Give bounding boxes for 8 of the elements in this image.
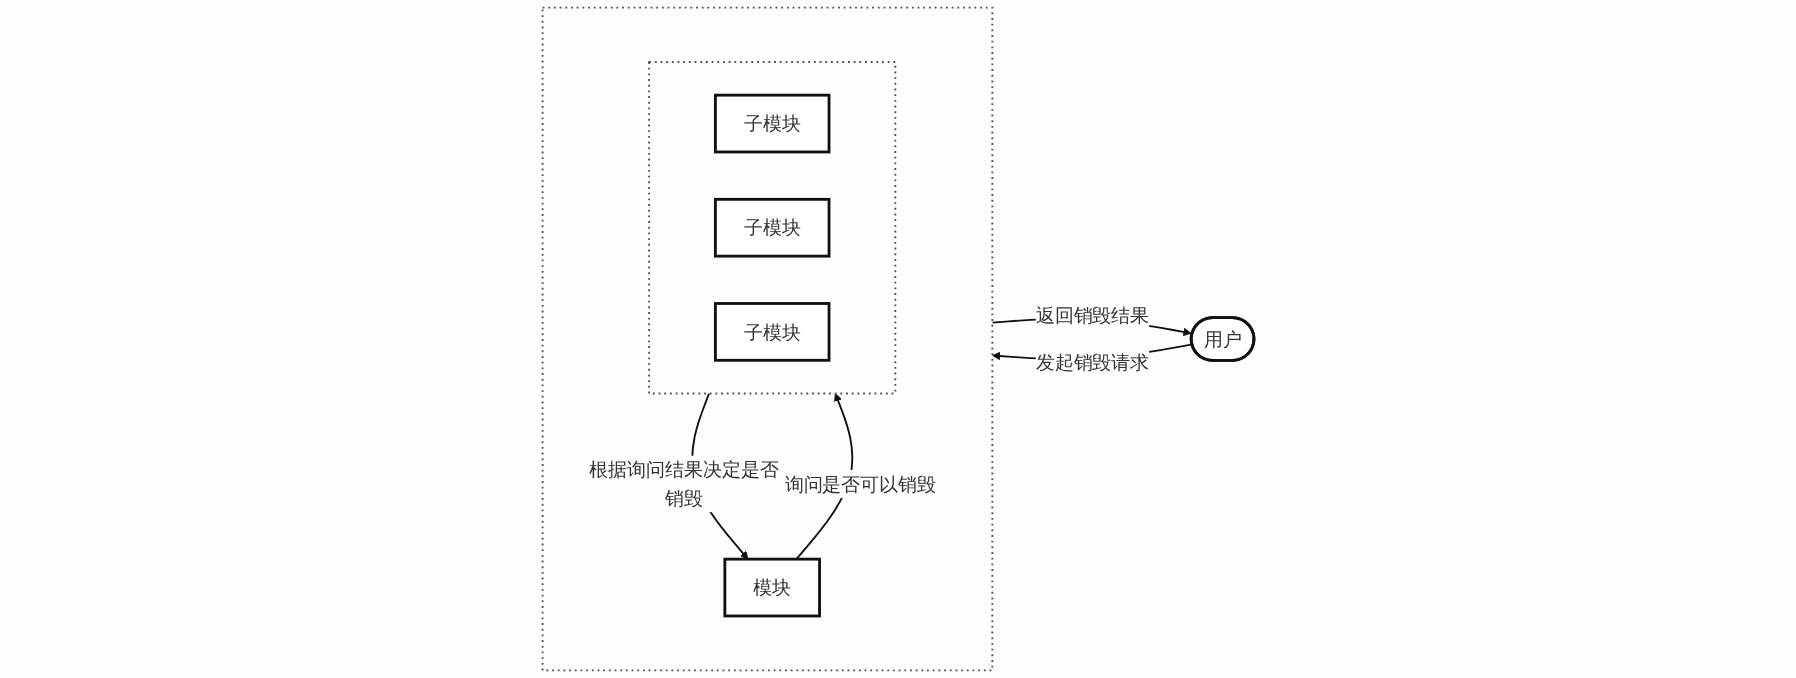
edge-label: 询问是否可以销毁 (784, 472, 936, 496)
edge-label: 发起销毁请求 (1035, 351, 1150, 374)
node-box: 模块 (723, 557, 821, 618)
edge-label: 返回销毁结果 (1035, 304, 1150, 327)
node-box: 子模块 (713, 93, 831, 154)
node-box: 子模块 (713, 197, 831, 258)
edge-label: 根据询问结果决定是否销毁 (589, 458, 779, 510)
node-box: 子模块 (713, 302, 831, 362)
